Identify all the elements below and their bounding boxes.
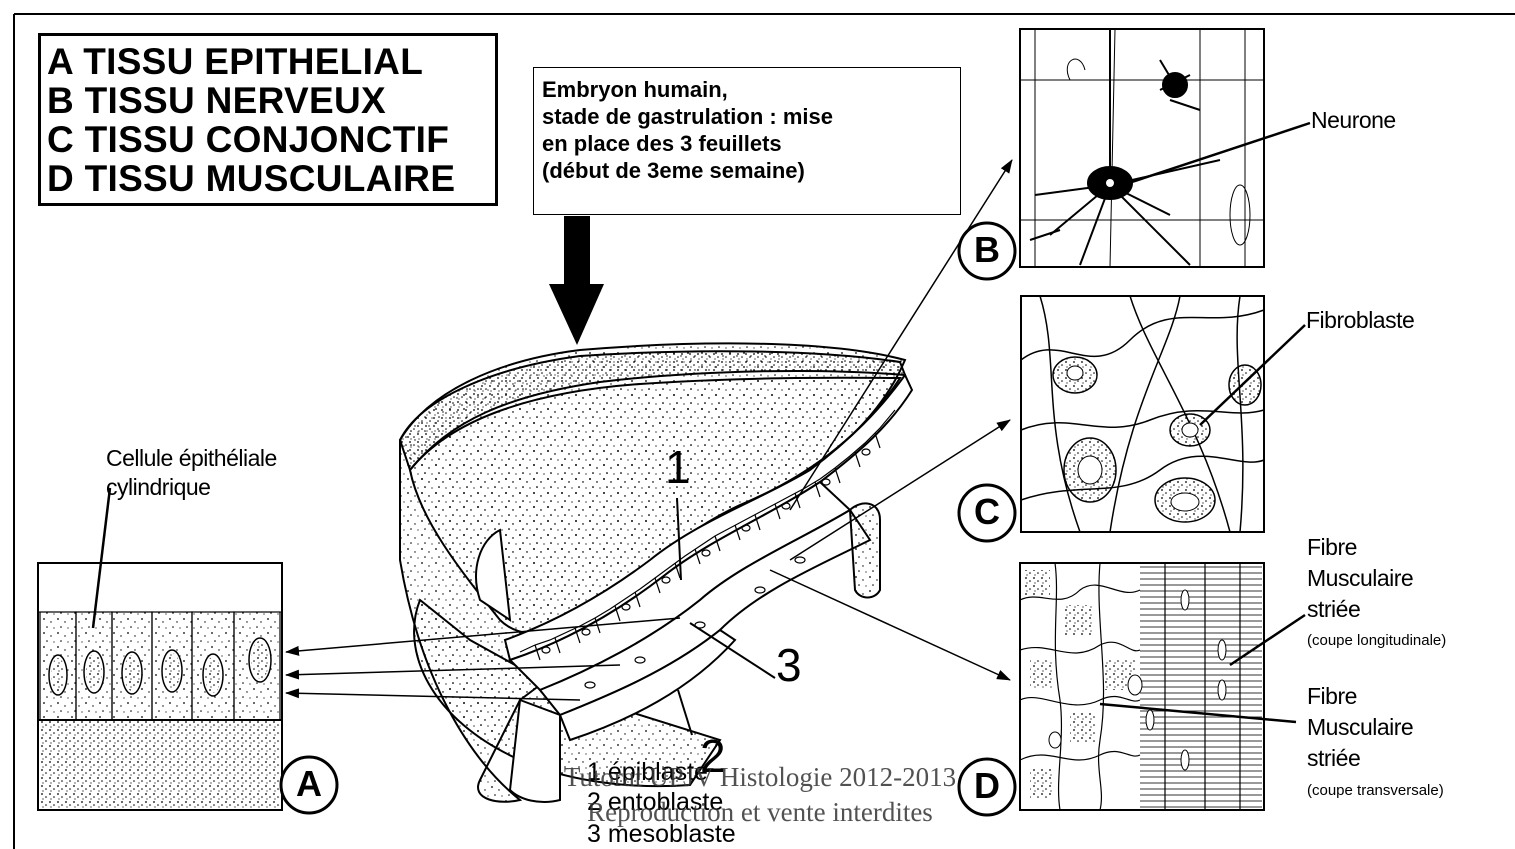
embryo-drawing <box>400 343 912 802</box>
embryo-caption-box: Embryon humain, stade de gastrulation : … <box>533 67 961 215</box>
layer-number-3: 3 <box>776 642 802 688</box>
watermark-line-2: Reproduction et vente interdites <box>520 797 1000 828</box>
embryo-caption-line-4: (début de 3eme semaine) <box>542 157 960 184</box>
panel-c-connective <box>1021 296 1264 532</box>
gastrulation-arrow <box>549 216 604 345</box>
tissue-legend: A TISSU EPITHELIAL B TISSU NERVEUX C TIS… <box>38 33 498 206</box>
panel-a-epithelium <box>38 563 282 810</box>
legend-line-d: D TISSU MUSCULAIRE <box>47 159 495 198</box>
label-fibre-long-2: Musculaire <box>1307 565 1413 591</box>
label-fibre-trans-3: striée <box>1307 745 1360 771</box>
label-cellule-line-2: cylindrique <box>106 474 210 500</box>
label-cellule-line-1: Cellule épithéliale <box>106 445 277 471</box>
label-coupe-transversale: (coupe transversale) <box>1307 782 1444 799</box>
legend-line-b: B TISSU NERVEUX <box>47 81 495 120</box>
layer-number-1: 1 <box>665 444 691 490</box>
embryo-caption-line-3: en place des 3 feuillets <box>542 130 960 157</box>
label-fibre-long-1: Fibre <box>1307 534 1357 560</box>
panel-d-muscle <box>1020 563 1264 810</box>
label-neurone: Neurone <box>1311 107 1396 133</box>
label-fibre-trans-1: Fibre <box>1307 683 1357 709</box>
label-coupe-longitudinale: (coupe longitudinale) <box>1307 632 1446 649</box>
embryo-caption-line-1: Embryon humain, <box>542 76 960 103</box>
legend-line-a: A TISSU EPITHELIAL <box>47 42 495 81</box>
label-fibre-trans-2: Musculaire <box>1307 714 1413 740</box>
panel-b-neuron <box>1020 29 1264 267</box>
watermark-line-1: Tutorat UPJV Histologie 2012-2013 <box>520 762 1000 793</box>
embryo-caption-line-2: stade de gastrulation : mise <box>542 103 960 130</box>
label-fibre-long-3: striée <box>1307 596 1360 622</box>
legend-line-c: C TISSU CONJONCTIF <box>47 120 495 159</box>
label-fibroblaste: Fibroblaste <box>1306 307 1414 333</box>
